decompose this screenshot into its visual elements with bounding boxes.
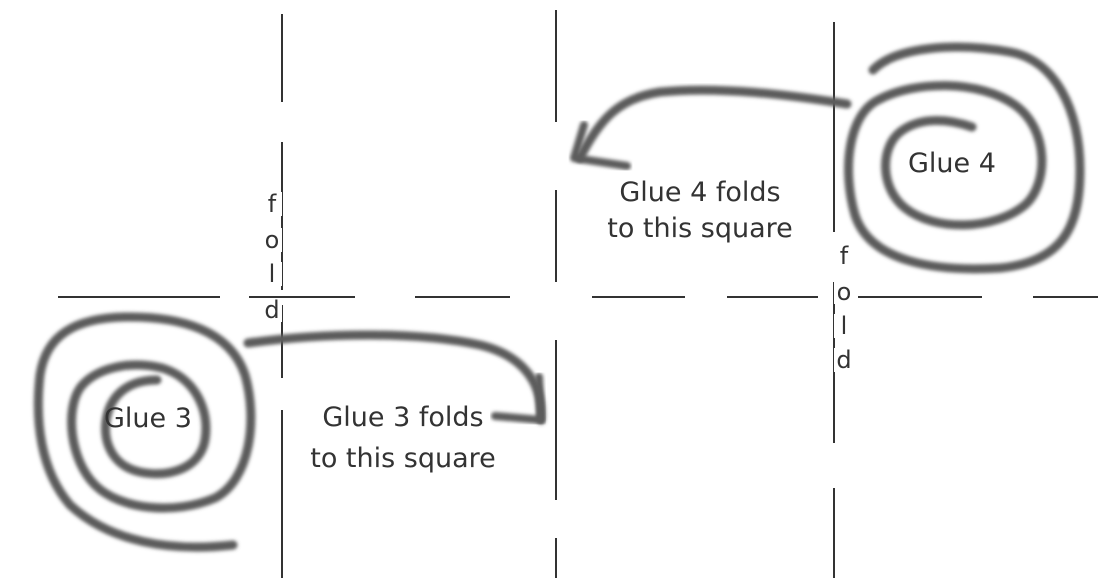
- fold-letter-right-1: f: [834, 244, 854, 268]
- fold-letter-right-2: o: [834, 280, 854, 304]
- fold-letter-left-4: d: [262, 298, 282, 322]
- glue-4-arrow: [580, 90, 847, 158]
- glue-4-note-line-1: Glue 4 folds: [590, 176, 810, 209]
- glue-4-note-line-2: to this square: [590, 212, 810, 245]
- fold-letter-right-3: l: [834, 314, 854, 338]
- fold-letter-right-4: d: [834, 348, 854, 372]
- glue-3-note-line-1: Glue 3 folds: [288, 401, 518, 434]
- fold-letter-left-1: f: [262, 192, 282, 216]
- fold-letter-left-2: o: [262, 228, 282, 252]
- glue-3-note-line-2: to this square: [288, 442, 518, 475]
- glue-4-label: Glue 4: [908, 147, 996, 180]
- glue-3-label: Glue 3: [104, 402, 192, 435]
- fold-letter-left-3: l: [262, 262, 282, 286]
